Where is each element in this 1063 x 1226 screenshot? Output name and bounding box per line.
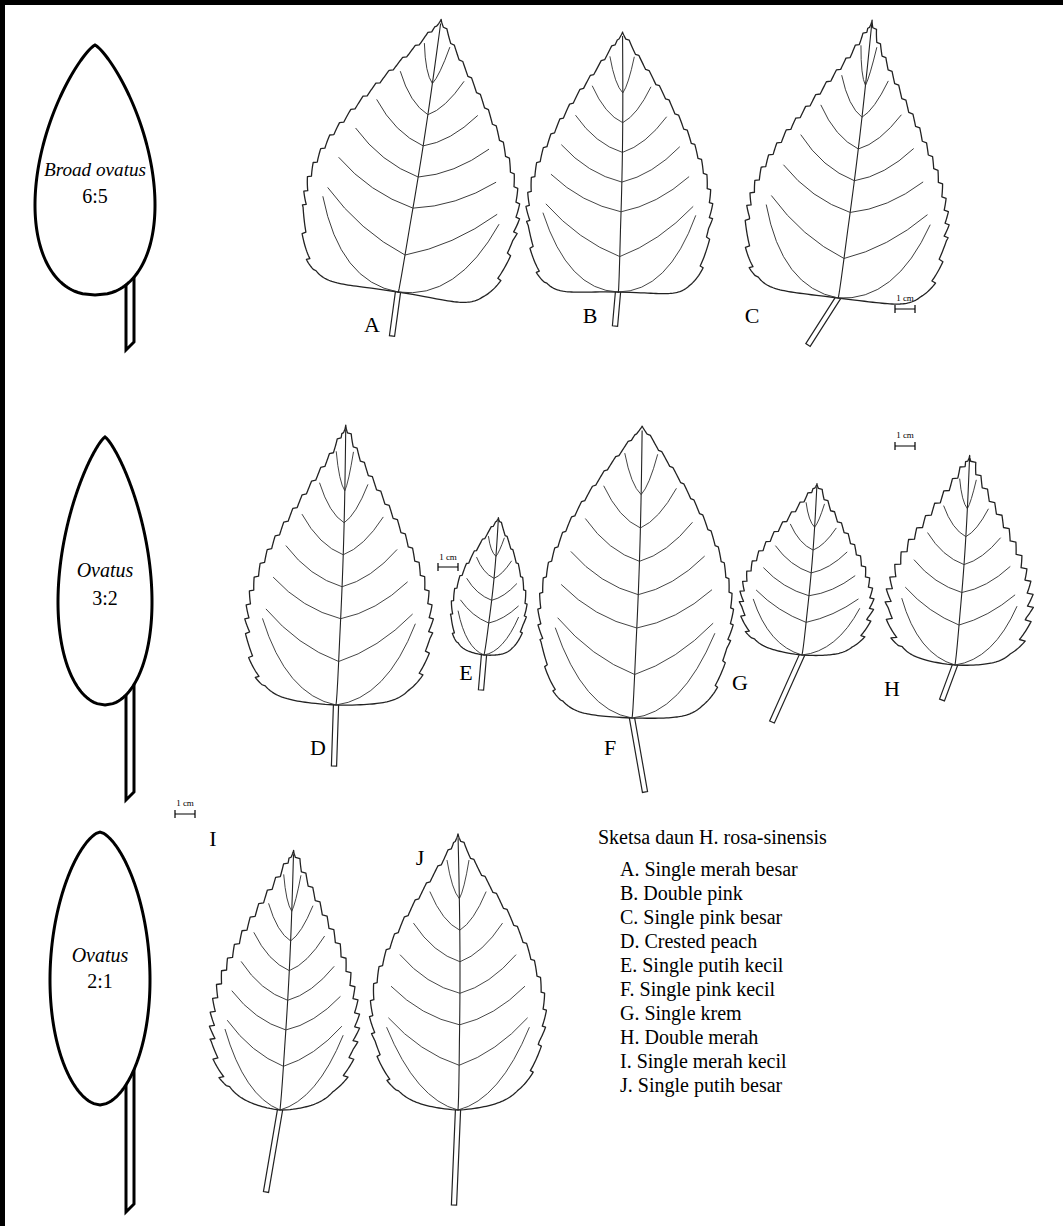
legend-entry: A. Single merah besar [620,858,798,881]
leaf-letter: B [583,303,598,328]
leaf-midrib [280,854,295,1110]
template-blade [50,832,150,1105]
scale-label: 1 cm [439,552,457,562]
leaf-letter: H [884,676,900,701]
leaf-midrib [336,429,348,705]
legend-entry: D. Crested peach [620,930,757,953]
legend-entry: J. Single putih besar [620,1074,782,1097]
scale-label: 1 cm [896,293,914,303]
scale-bar [895,442,915,450]
leaf-outline [369,834,546,1110]
length-width-ratio: 2:1 [87,970,113,993]
scale-bar [895,305,915,313]
leaf-letter: C [745,303,760,328]
leaf-vein [552,451,721,721]
leaf-blade [290,2,548,310]
leaf-blade [242,422,440,708]
leaf-vein [542,55,699,293]
frame-bar [0,0,1063,5]
legend-entry: C. Single pink besar [620,906,782,929]
template-outline [45,827,165,1219]
shape-name: Broad ovatus [44,159,146,181]
length-width-ratio: 6:5 [82,185,108,208]
leaf-petiole [612,287,621,326]
scale-label: 1 cm [176,798,194,808]
template-blade [35,45,155,295]
leaf-petiole [478,650,487,690]
leaf-petiole [263,1105,283,1193]
leaf-letter: E [459,660,472,685]
leaf-shape-template: Ovatus 2:1 [45,827,165,1219]
leaf-outline [735,478,884,661]
frame-bar [0,0,5,1226]
leaf-midrib [398,23,443,293]
leaf-outline [205,846,369,1113]
figure-caption: Sketsa daun H. rosa-sinensis [598,826,827,849]
leaf-blade [881,450,1044,670]
leaf-vein [454,534,527,658]
leaf-letter: F [604,735,616,760]
leaf-vein [260,449,422,708]
leaf-blade [524,30,715,294]
length-width-ratio: 3:2 [92,587,118,610]
leaf-letter: D [310,735,326,760]
leaf-letter: G [732,670,748,695]
template-blade [58,437,152,705]
scale-label: 1 cm [896,430,914,440]
leaf-vein [387,860,530,1110]
leaf-outline [737,8,973,311]
leaf-midrib [618,36,624,293]
leaf-petiole [331,700,338,766]
leaf-blade [369,834,546,1110]
scale-bar [175,810,195,818]
shape-name: Ovatus [72,944,129,967]
leaf-blade [205,846,369,1113]
legend-entry: I. Single merah kecil [620,1050,787,1073]
leaf-blade [735,478,884,661]
leaf-outline [446,514,536,659]
leaf-outline [881,450,1044,670]
leaf-midrib [632,431,644,719]
leaf-letter: J [416,845,425,870]
shape-name: Ovatus [77,559,134,582]
leaf-petiole [806,292,843,346]
legend-entry: H. Double merah [620,1026,758,1049]
leaf-vein [221,872,352,1113]
leaf-midrib [484,520,500,655]
leaf-midrib [838,24,874,298]
leaf-vein [756,36,951,308]
leaf-letter: I [209,826,216,851]
leaf-outline [242,422,440,708]
leaf-petiole [629,713,648,793]
leaf-petiole [389,287,401,337]
leaf-outline [534,423,740,722]
legend-entry: F. Single pink kecil [620,978,775,1001]
leaf-shape-template: Broad ovatus 6:5 [30,40,170,354]
leaf-midrib [458,838,460,1110]
leaf-shape-template: Ovatus 3:2 [50,432,165,806]
scale-bar [438,563,458,571]
legend-entry: B. Double pink [620,882,743,905]
leaf-outline [290,2,548,310]
template-outline [50,432,165,806]
legend-entry: G. Single krem [620,1002,742,1025]
leaf-petiole [451,1105,460,1205]
legend-entry: E. Single putih kecil [620,954,783,977]
leaf-outline [524,30,715,294]
leaf-blade [737,8,973,311]
leaf-petiole [770,649,807,723]
leaf-blade [534,423,740,722]
leaf-vein [310,31,525,306]
leaf-vein [749,498,869,659]
leaf-vein [897,475,1025,669]
template-stem [126,1067,134,1212]
leaf-letter: A [364,312,380,337]
leaf-blade [446,514,536,659]
